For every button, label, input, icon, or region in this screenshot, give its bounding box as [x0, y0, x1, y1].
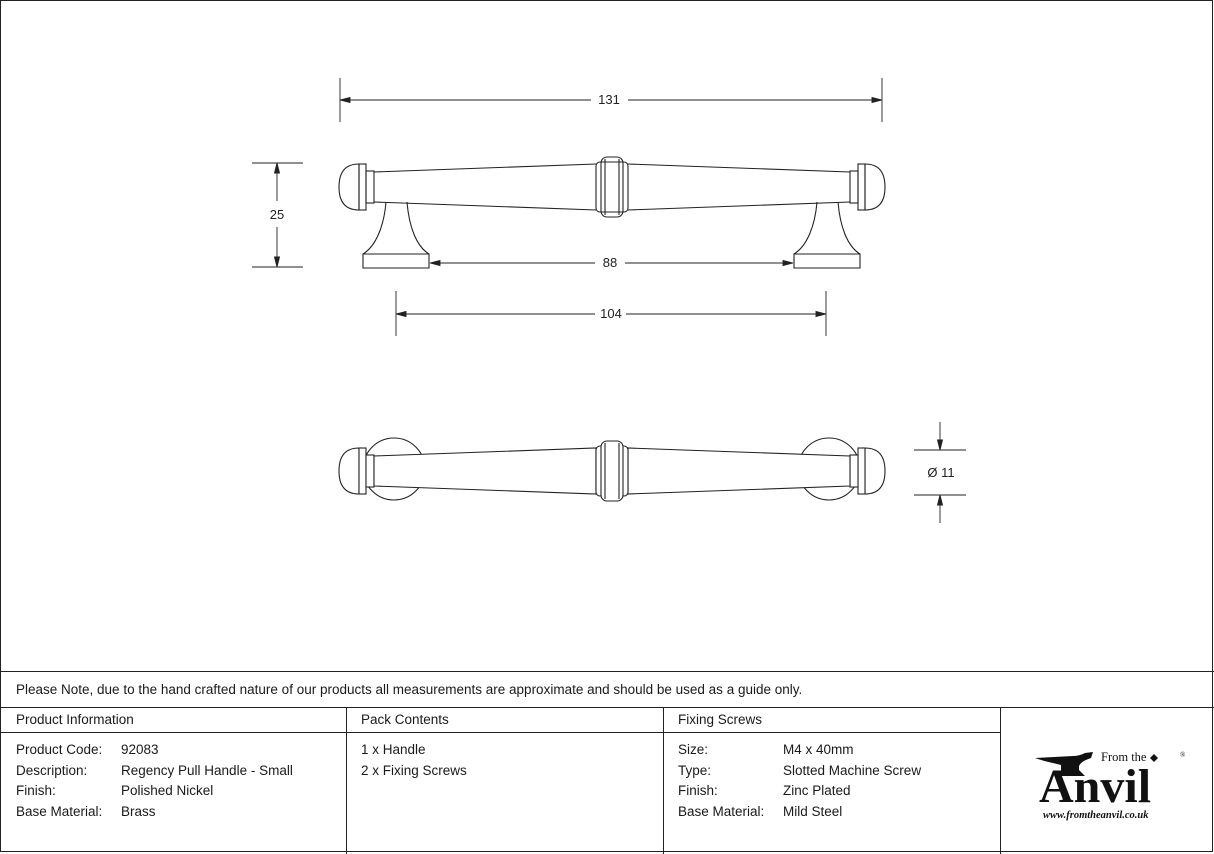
logo-url: www.fromtheanvil.co.uk: [1043, 810, 1149, 821]
row-value: M4 x 40mm: [783, 742, 854, 757]
pack-item: 1 x Handle: [361, 742, 426, 757]
fixing-screws-header: Fixing Screws: [664, 708, 1000, 733]
product-info-row: Description: Regency Pull Handle - Small: [16, 763, 346, 784]
logo-registered: ®: [1180, 751, 1186, 759]
base-gap-label: 88: [603, 255, 617, 270]
centres-label: 104: [600, 306, 622, 321]
row-value: Slotted Machine Screw: [783, 762, 922, 778]
row-label: Product Code:: [16, 742, 103, 757]
rose-diameter-label: Ø 11: [927, 465, 954, 480]
diamond-icon: [1150, 754, 1158, 762]
product-info-panel: Product Information Product Code: 92083 …: [1, 708, 347, 854]
logo-brand: Anvil: [1039, 760, 1151, 813]
pack-contents-header: Pack Contents: [347, 708, 663, 733]
logo-from-the: From the: [1101, 750, 1147, 764]
row-label: Size:: [678, 742, 709, 757]
row-label: Type:: [678, 762, 712, 778]
row-value: Brass: [121, 803, 156, 819]
fixing-screws-row: Type: Slotted Machine Screw: [678, 763, 1000, 784]
row-value: Mild Steel: [783, 803, 843, 819]
technical-drawing: 131 25 88 104 Ø 11: [252, 78, 966, 523]
overall-length-label: 131: [598, 92, 620, 107]
info-table: Product Information Product Code: 92083 …: [1, 707, 1214, 854]
handle-side-view: [338, 156, 886, 269]
fixing-screws-row: Base Material: Mild Steel: [678, 804, 1000, 825]
row-label: Finish:: [678, 783, 718, 798]
logo-panel: From the ® Anvil www.fromtheanvil.co.uk: [1001, 708, 1214, 854]
pack-item: 2 x Fixing Screws: [361, 762, 467, 778]
product-info-row: Base Material: Brass: [16, 804, 346, 825]
fixing-screws-row: Finish: Zinc Plated: [678, 783, 1000, 804]
row-label: Base Material:: [678, 803, 765, 819]
handle-plan-view: [338, 437, 886, 502]
anvil-icon: [1035, 752, 1093, 776]
row-label: Description:: [16, 762, 88, 778]
product-info-header: Product Information: [1, 708, 346, 733]
product-info-row: Finish: Polished Nickel: [16, 783, 346, 804]
pack-contents-panel: Pack Contents 1 x Handle 2 x Fixing Scre…: [347, 708, 664, 854]
row-value: Polished Nickel: [121, 783, 214, 798]
row-label: Base Material:: [16, 803, 103, 819]
row-value: Regency Pull Handle - Small: [121, 762, 293, 778]
fixing-screws-row: Size: M4 x 40mm: [678, 742, 1000, 763]
fixing-screws-panel: Fixing Screws Size: M4 x 40mm Type: Slot…: [664, 708, 1001, 854]
row-value: 92083: [121, 742, 159, 757]
height-label: 25: [270, 207, 284, 222]
row-value: Zinc Plated: [783, 783, 851, 798]
disclaimer-note: Please Note, due to the hand crafted nat…: [1, 671, 1214, 707]
row-label: Finish:: [16, 783, 56, 798]
from-the-anvil-logo: From the ® Anvil www.fromtheanvil.co.uk: [1033, 746, 1193, 826]
product-info-row: Product Code: 92083: [16, 742, 346, 763]
